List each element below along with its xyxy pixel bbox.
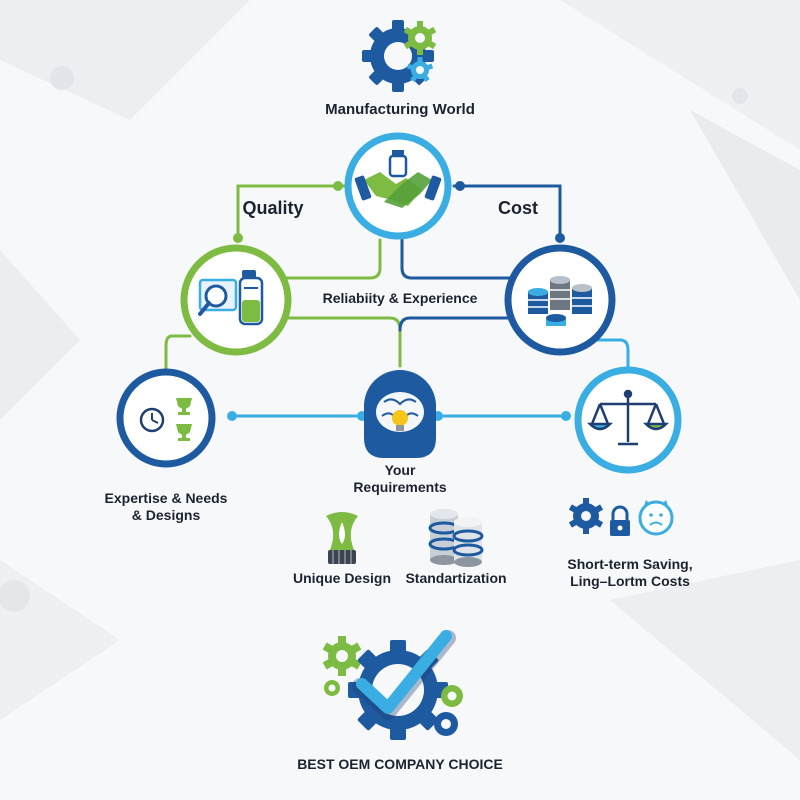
balance-scale-icon xyxy=(586,389,670,446)
connector-left-center xyxy=(286,316,402,368)
node-left-mid xyxy=(180,244,292,356)
connector-top-left xyxy=(280,238,382,280)
inspection-bottle-icon xyxy=(198,270,264,326)
node-label-costs-line2: Ling–Lortm Costs xyxy=(570,572,690,589)
node-label-requirements-line2: Requirements xyxy=(353,478,447,495)
option-label-unique-design: Unique Design xyxy=(292,570,391,586)
node-label-expertise-line2: & Designs xyxy=(131,506,201,523)
database-stack-icon xyxy=(428,509,484,567)
dropper-icon xyxy=(326,512,358,564)
connector-dots xyxy=(227,181,571,421)
node-label-costs: Short-term Saving, Ling–Lortm Costs xyxy=(540,556,720,590)
connector-quality xyxy=(236,184,346,240)
edge-label-reliability: Reliabiity & Experience xyxy=(322,290,478,306)
node-label-costs-line1: Short-term Saving, xyxy=(567,556,693,572)
connector-right-drop xyxy=(588,338,630,374)
handshake-icon xyxy=(354,150,442,208)
connector-left-drop xyxy=(164,334,192,374)
node-center-low xyxy=(364,370,436,458)
clock-trophy-icon xyxy=(139,398,192,441)
edge-label-quality: Quality xyxy=(242,198,304,218)
gears-icon xyxy=(362,20,437,92)
node-right-low xyxy=(574,366,682,474)
coin-stacks-icon xyxy=(528,276,592,326)
edge-label-cost: Cost xyxy=(498,198,538,218)
gear-lock-sad-icon xyxy=(568,498,674,536)
gear-check-icon xyxy=(322,630,463,740)
node-label-requirements-line1: Your xyxy=(384,462,416,478)
option-label-standardization: Standartization xyxy=(405,570,507,586)
node-label-requirements: Your Requirements xyxy=(320,462,480,496)
node-center-top xyxy=(344,132,452,240)
node-right-mid xyxy=(504,244,616,356)
node-left-low xyxy=(116,368,216,468)
brain-bulb-icon xyxy=(376,392,424,432)
footer-title: BEST OEM COMPANY CHOICE xyxy=(297,756,503,772)
connector-top-right xyxy=(400,238,514,280)
connectors xyxy=(164,184,630,418)
connector-right-center xyxy=(398,316,514,332)
connector-cost xyxy=(452,184,562,240)
brand-title: Manufacturing World xyxy=(325,101,475,118)
node-label-expertise-line1: Expertise & Needs xyxy=(104,490,228,506)
background-decoration xyxy=(0,0,800,760)
node-label-expertise: Expertise & Needs & Designs xyxy=(86,490,246,524)
